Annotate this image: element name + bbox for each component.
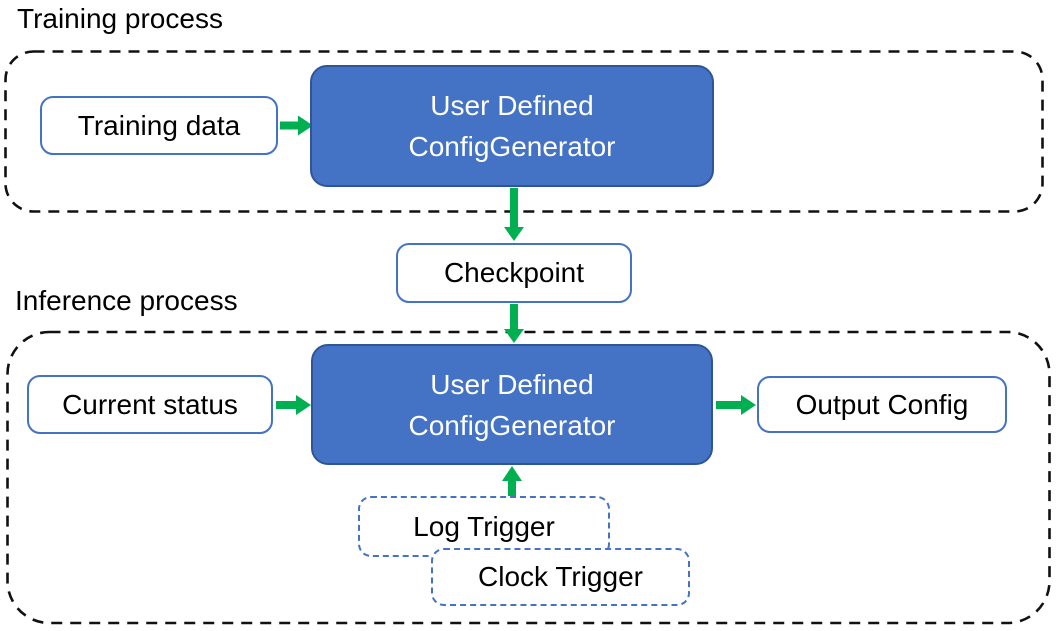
training-data-box: Training data (40, 96, 278, 155)
current-status-box: Current status (27, 375, 273, 434)
config-generator-training-box: User Defined ConfigGenerator (310, 65, 714, 187)
arrow-current-status-to-generator (276, 395, 311, 415)
checkpoint-box: Checkpoint (396, 243, 632, 303)
inference-process-label: Inference process (15, 285, 238, 316)
config-generator-training-line1: User Defined (430, 90, 594, 121)
output-config-box: Output Config (757, 376, 1007, 433)
config-generator-inference-line1: User Defined (430, 368, 594, 400)
clock-trigger-box: Clock Trigger (431, 548, 690, 606)
arrow-training-data-to-generator (280, 115, 313, 136)
training-process-label: Training process (17, 3, 223, 34)
arrow-generator-to-output-config (716, 395, 756, 415)
config-generator-training-line2: ConfigGenerator (408, 131, 616, 162)
config-generator-inference-box: User Defined ConfigGenerator (311, 344, 713, 465)
arrow-generator-to-checkpoint (504, 188, 524, 241)
training-container-outline (4, 50, 1044, 213)
arrow-checkpoint-to-generator (504, 304, 524, 343)
arrow-log-trigger-to-generator (502, 466, 522, 497)
config-generator-inference-line2: ConfigGenerator (408, 409, 616, 441)
inference-container-outline (6, 330, 1051, 625)
